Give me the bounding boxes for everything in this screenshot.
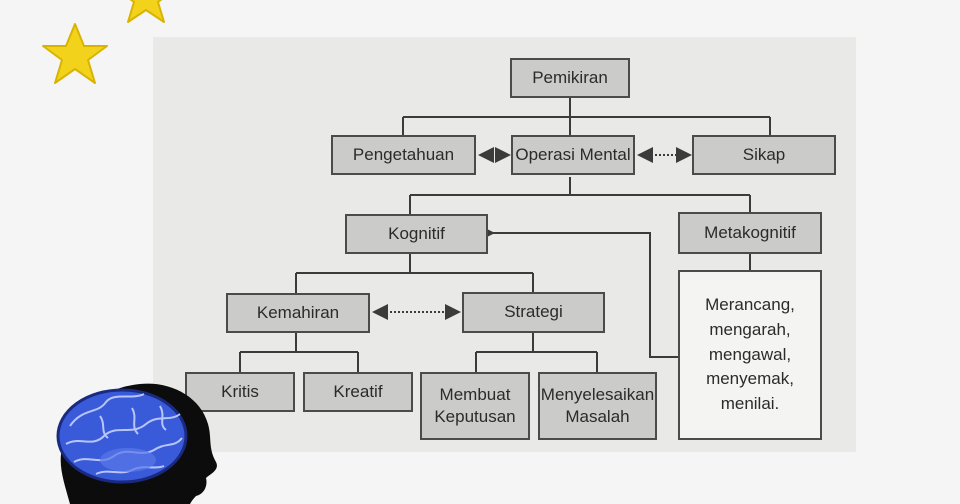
node-kognitif: Kognitif xyxy=(345,214,488,254)
node-kreatif-label: Kreatif xyxy=(333,381,383,401)
node-kritis-label: Kritis xyxy=(221,381,259,401)
node-strategi: Strategi xyxy=(462,292,605,333)
node-metakognitif-detail: Merancang, mengarah, mengawal, menyemak,… xyxy=(678,270,822,440)
node-pemikiran: Pemikiran xyxy=(510,58,630,98)
node-sikap-label: Sikap xyxy=(742,144,786,164)
node-metakognitif: Metakognitif xyxy=(678,212,822,254)
diagram-panel: Pemikiran Pengetahuan Operasi Mental Sik… xyxy=(153,37,856,452)
node-operasi-mental-label: Operasi Mental xyxy=(515,144,631,164)
node-kognitif-label: Kognitif xyxy=(388,223,445,243)
connector-lines xyxy=(239,98,771,372)
node-pemikiran-label: Pemikiran xyxy=(532,67,608,87)
node-kreatif: Kreatif xyxy=(303,372,413,412)
node-kemahiran-label: Kemahiran xyxy=(256,302,340,322)
node-membuat-keputusan: Membuat Keputusan xyxy=(420,372,530,440)
brain-head-icon xyxy=(56,383,217,504)
star-icon xyxy=(127,0,165,23)
node-pengetahuan: Pengetahuan xyxy=(331,135,476,175)
node-menyelesaikan-masalah: Menyelesaikan Masalah xyxy=(538,372,657,440)
node-sikap: Sikap xyxy=(692,135,836,175)
node-menyelesaikan-masalah-label: Menyelesaikan Masalah xyxy=(540,384,655,426)
node-kritis: Kritis xyxy=(185,372,295,412)
node-kemahiran: Kemahiran xyxy=(226,293,370,333)
star-icon xyxy=(42,23,108,84)
node-metakognitif-label: Metakognitif xyxy=(704,222,796,242)
node-pengetahuan-label: Pengetahuan xyxy=(352,144,455,164)
node-operasi-mental: Operasi Mental xyxy=(511,135,635,175)
node-strategi-label: Strategi xyxy=(504,302,563,322)
node-metakognitif-detail-label: Merancang, mengarah, mengawal, menyemak,… xyxy=(705,295,795,413)
node-membuat-keputusan-label: Membuat Keputusan xyxy=(434,384,516,426)
